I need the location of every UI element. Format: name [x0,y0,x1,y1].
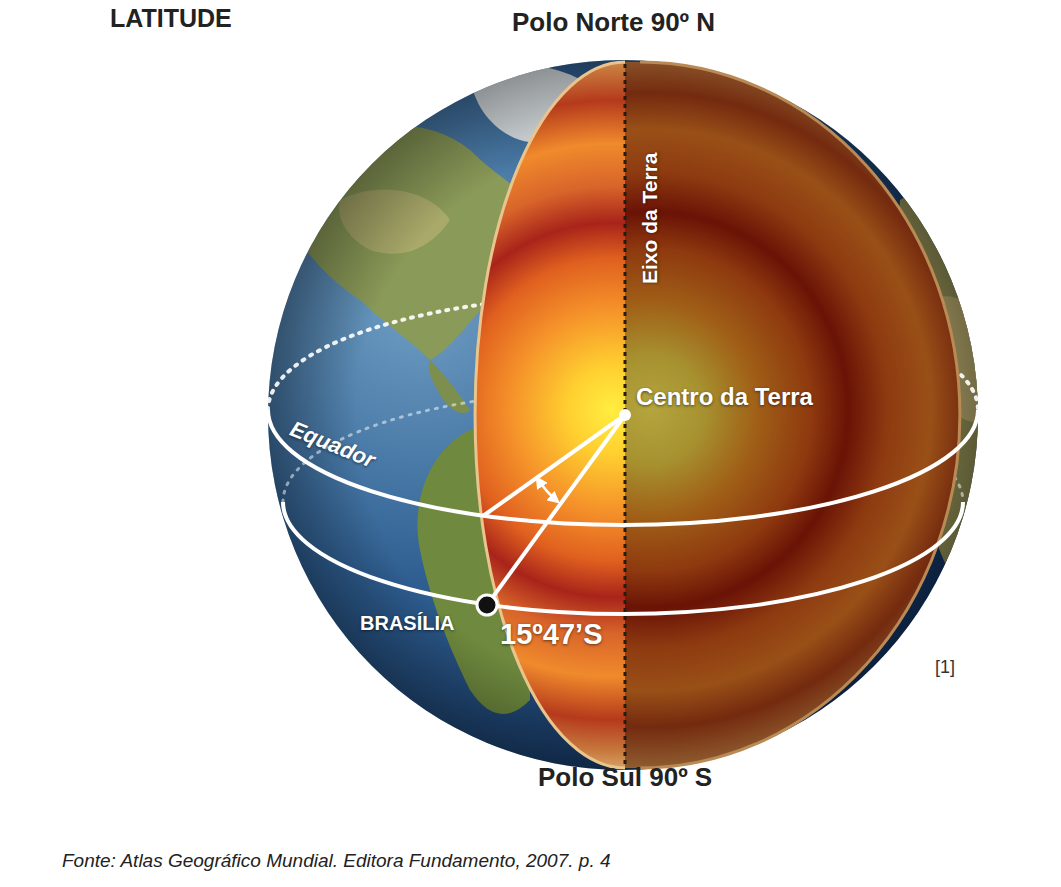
source-caption: Fonte: Atlas Geográfico Mundial. Editora… [62,850,611,872]
pole-label: Polo Norte 90º N [512,8,715,38]
pole-label: Polo Sul 90º S [538,763,712,793]
callout-number: [1] [935,657,955,678]
latitude-value: 15º47’S [500,618,603,651]
city-label: BRASÍLIA [360,612,454,635]
diagram-title: LATITUDE [110,4,232,33]
center-label: Centro da Terra [636,383,813,411]
axis-label: Eixo da Terra [638,153,662,285]
